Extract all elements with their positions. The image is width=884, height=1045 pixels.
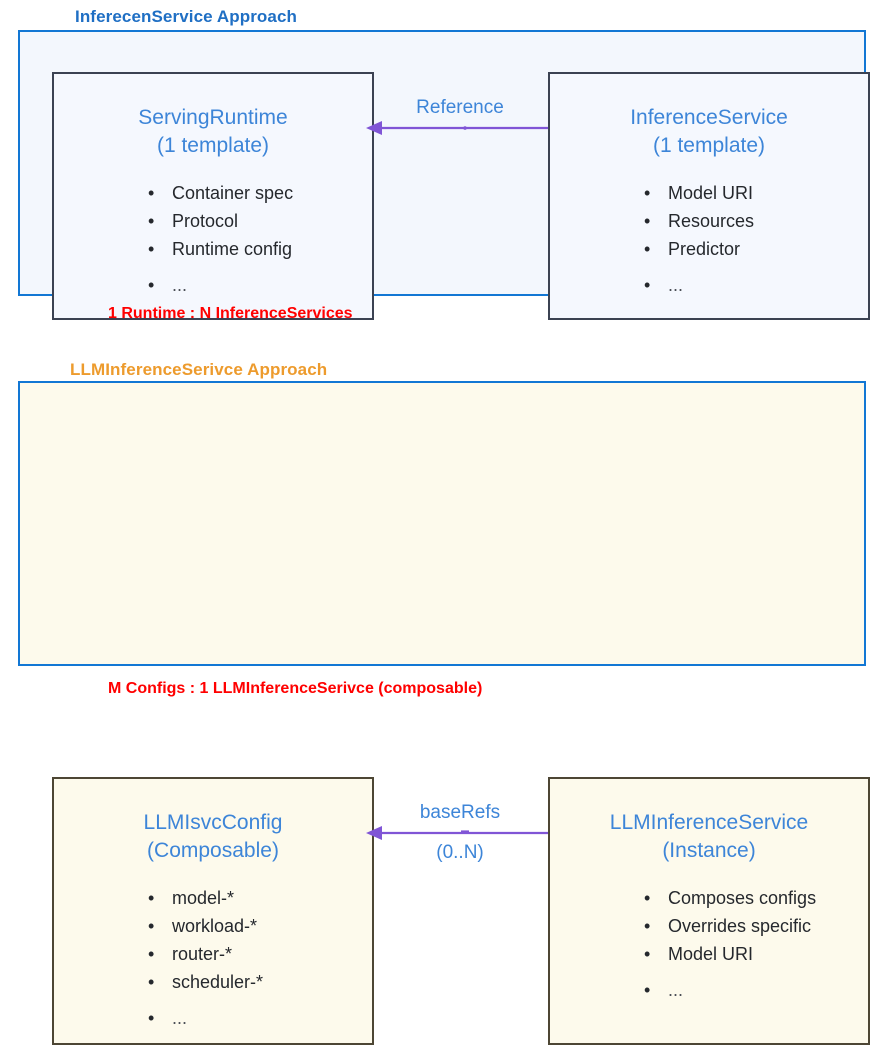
entity-servingruntime: ServingRuntime (1 template) • Container s… (52, 72, 374, 320)
entity-servingruntime-title: ServingRuntime (138, 106, 288, 129)
list-item-label: Runtime config (172, 239, 293, 260)
entity-servingruntime-subtitle: (1 template) (156, 134, 270, 158)
entity-llminferenceservice-subtitle: (Instance) (662, 839, 756, 863)
list-item-label: ... (172, 1008, 188, 1029)
list-item: • workload-* (146, 912, 263, 940)
list-item-label: scheduler-* (172, 972, 264, 993)
section-title-inferenceservice: InferecenService Approach (75, 7, 298, 26)
list-item: • Composes configs (642, 884, 816, 912)
bullet-icon: • (644, 888, 651, 909)
bullet-icon: • (148, 888, 155, 909)
relation-reference: Reference (364, 96, 556, 136)
list-item: • Predictor (642, 235, 754, 263)
bullet-icon: • (148, 183, 155, 204)
entity-servingruntime-bullets: • Container spec • Protocol • Runtime confi… (146, 179, 293, 299)
bullet-icon: • (644, 980, 651, 1001)
bullet-icon: • (644, 211, 651, 232)
list-item-label: router-* (172, 944, 233, 965)
list-item-label: ... (668, 980, 684, 1001)
list-item: •... (146, 271, 293, 299)
arrow-left-icon (366, 825, 556, 840)
entity-llmisvcconfig-bullets: • model-* • workload-* • router-* • schedule… (146, 884, 263, 1032)
list-item: • Model URI (642, 179, 754, 207)
bullet-icon: • (148, 211, 155, 232)
entity-llmisvcconfig-subtitle: (Composable) (147, 839, 279, 863)
entity-llminferenceservice-bullets: • Composes configs • Overrides specific • M… (642, 884, 816, 1004)
entity-llminferenceservice: LLMInferenceService (Instance) • Composes… (548, 777, 870, 1045)
entity-llmisvcconfig: LLMIsvcConfig (Composable) • model-* • wor… (52, 777, 374, 1045)
list-item: • Runtime config (146, 235, 293, 263)
bullet-icon: • (644, 275, 651, 296)
list-item-label: ... (172, 275, 188, 296)
bullet-icon: • (148, 1008, 155, 1029)
entity-inferenceservice-bullets: • Model URI • Resources • Predictor •... (642, 179, 754, 299)
bullet-icon: • (644, 183, 651, 204)
list-item-label: Predictor (668, 239, 741, 260)
bullet-icon: • (148, 275, 155, 296)
list-item: •... (642, 271, 754, 299)
list-item-label: Container spec (172, 183, 294, 204)
bullet-icon: • (148, 972, 155, 993)
panel-llminferenceservice-approach: LLMIsvcConfig (Composable) • model-* • wor… (18, 381, 870, 1045)
list-item: •... (642, 976, 816, 1004)
section-title-llminferenceservice: LLMInferenceSerivce Approach (70, 360, 328, 379)
bullet-icon: • (148, 239, 155, 260)
entity-llminferenceservice-title: LLMInferenceService (609, 811, 809, 834)
list-item-label: Resources (668, 211, 755, 232)
list-item-label: Model URI (668, 183, 754, 204)
relation-baserefs-sublabel: (0..N) (436, 841, 484, 863)
entity-inferenceservice-title: InferenceService (630, 106, 788, 129)
entity-inferenceservice-subtitle: (1 template) (652, 134, 766, 158)
relation-baserefs: baseRefs (0..N) (364, 801, 556, 865)
list-item: • model-* (146, 884, 263, 912)
panel-inferenceservice-approach: ServingRuntime (1 template) • Container s… (18, 30, 870, 320)
bullet-icon: • (644, 916, 651, 937)
bullet-icon: • (148, 916, 155, 937)
relation-reference-label: Reference (416, 97, 504, 118)
arrow-left-icon (366, 120, 556, 135)
list-item: • Protocol (146, 207, 293, 235)
list-item-label: Model URI (668, 944, 754, 965)
entity-llmisvcconfig-title: LLMIsvcConfig (143, 811, 283, 834)
section-caption-inferenceservice: 1 Runtime : N InferenceServices (108, 305, 353, 322)
list-item-label: ... (668, 275, 684, 296)
list-item: • Container spec (146, 179, 293, 207)
list-item: • Resources (642, 207, 754, 235)
bullet-icon: • (148, 944, 155, 965)
list-item-label: workload-* (172, 916, 258, 937)
list-item: • router-* (146, 940, 263, 968)
list-item: • Model URI (642, 940, 816, 968)
list-item: • scheduler-* (146, 968, 263, 996)
list-item: •... (146, 1004, 263, 1032)
list-item-label: Overrides specific (668, 916, 812, 937)
relation-baserefs-label: baseRefs (419, 802, 501, 823)
bullet-icon: • (644, 944, 651, 965)
list-item-label: Composes configs (668, 888, 817, 909)
entity-inferenceservice: InferenceService (1 template) • Model URI… (548, 72, 870, 320)
list-item: • Overrides specific (642, 912, 816, 940)
section-caption-llminferenceservice: M Configs : 1 LLMInferenceSerivce (compo… (108, 680, 483, 697)
list-item-label: Protocol (172, 211, 239, 232)
list-item-label: model-* (172, 888, 235, 909)
bullet-icon: • (644, 239, 651, 260)
